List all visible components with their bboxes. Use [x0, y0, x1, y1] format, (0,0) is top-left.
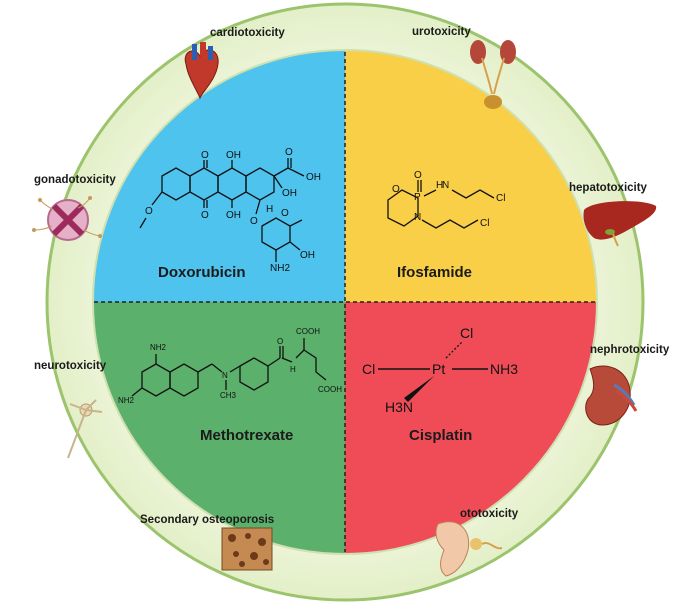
- kidney-icon: [585, 365, 638, 426]
- atom-o: O: [414, 170, 422, 181]
- label-nephrotoxicity: nephrotoxicity: [590, 344, 670, 356]
- label-ototoxicity: ototoxicity: [460, 508, 519, 520]
- bone-texture-icon: [221, 527, 273, 571]
- atom-cl: Cl: [480, 218, 489, 229]
- atom-h: H: [290, 365, 296, 374]
- atom-o: O: [201, 210, 209, 221]
- atom-o: O: [277, 337, 283, 346]
- label-gonadotoxicity: gonadotoxicity: [34, 174, 116, 186]
- atom-o: O: [285, 147, 293, 158]
- atom-o: O: [201, 150, 209, 161]
- label-neurotoxicity: neurotoxicity: [34, 360, 107, 372]
- urinary-system-icon: [470, 40, 516, 109]
- label-urotoxicity: urotoxicity: [412, 26, 471, 38]
- drug-name-doxorubicin: Doxorubicin: [158, 264, 246, 281]
- label-secondary-osteoporosis: Secondary osteoporosis: [140, 514, 275, 526]
- atom-cooh: COOH: [296, 327, 320, 336]
- inner-circle-border: [92, 49, 598, 555]
- drug-name-ifosfamide: Ifosfamide: [397, 264, 472, 281]
- atom-nh3: NH3: [490, 361, 518, 377]
- atom-h: H: [436, 180, 443, 191]
- atom-h3n: H3N: [385, 399, 413, 415]
- ear-icon: [435, 521, 503, 577]
- atom-nh2: NH2: [150, 343, 167, 352]
- atom-oh: OH: [226, 150, 241, 161]
- atom-oh: OH: [306, 172, 321, 183]
- atom-n: N: [414, 212, 421, 223]
- atom-n: N: [222, 371, 228, 380]
- atom-ch3: CH3: [220, 391, 237, 400]
- atom-cl: Cl: [496, 193, 505, 204]
- label-hepatotoxicity: hepatotoxicity: [569, 182, 647, 194]
- atom-oh: OH: [282, 188, 297, 199]
- quadrant-ifosfamide: [345, 50, 597, 302]
- atom-nh2: NH2: [270, 263, 290, 274]
- atom-cooh: COOH: [318, 385, 342, 394]
- atom-p: P: [414, 192, 421, 203]
- liver-icon: [583, 201, 657, 247]
- heart-icon: [184, 42, 219, 100]
- drug-name-methotrexate: Methotrexate: [200, 427, 293, 444]
- methotrexate-structure: NH2 NH2 N CH3 O H COOH COOH: [118, 327, 342, 405]
- atom-o: O: [250, 216, 258, 227]
- atom-h: H: [266, 204, 273, 215]
- atom-cl: Cl: [460, 325, 473, 341]
- drug-name-cisplatin: Cisplatin: [409, 427, 472, 444]
- cisplatin-structure: Pt Cl NH3 Cl H3N: [362, 325, 518, 415]
- atom-o: O: [392, 184, 400, 195]
- atom-o: O: [281, 208, 289, 219]
- atom-pt: Pt: [432, 361, 445, 377]
- atom-oh: OH: [300, 250, 315, 261]
- neuron-icon: [67, 399, 103, 459]
- doxorubicin-structure: O O OH OH O O OH OH H O O OH NH2: [139, 147, 321, 274]
- atom-oh: OH: [226, 210, 241, 221]
- atom-o: O: [145, 206, 153, 217]
- atom-nh2: NH2: [118, 396, 135, 405]
- sperm-cell-icon: [32, 196, 102, 241]
- atom-n: N: [442, 180, 449, 191]
- label-cardiotoxicity: cardiotoxicity: [210, 27, 285, 39]
- ifosfamide-structure: O P N O H N Cl Cl: [387, 170, 505, 229]
- atom-cl: Cl: [362, 361, 375, 377]
